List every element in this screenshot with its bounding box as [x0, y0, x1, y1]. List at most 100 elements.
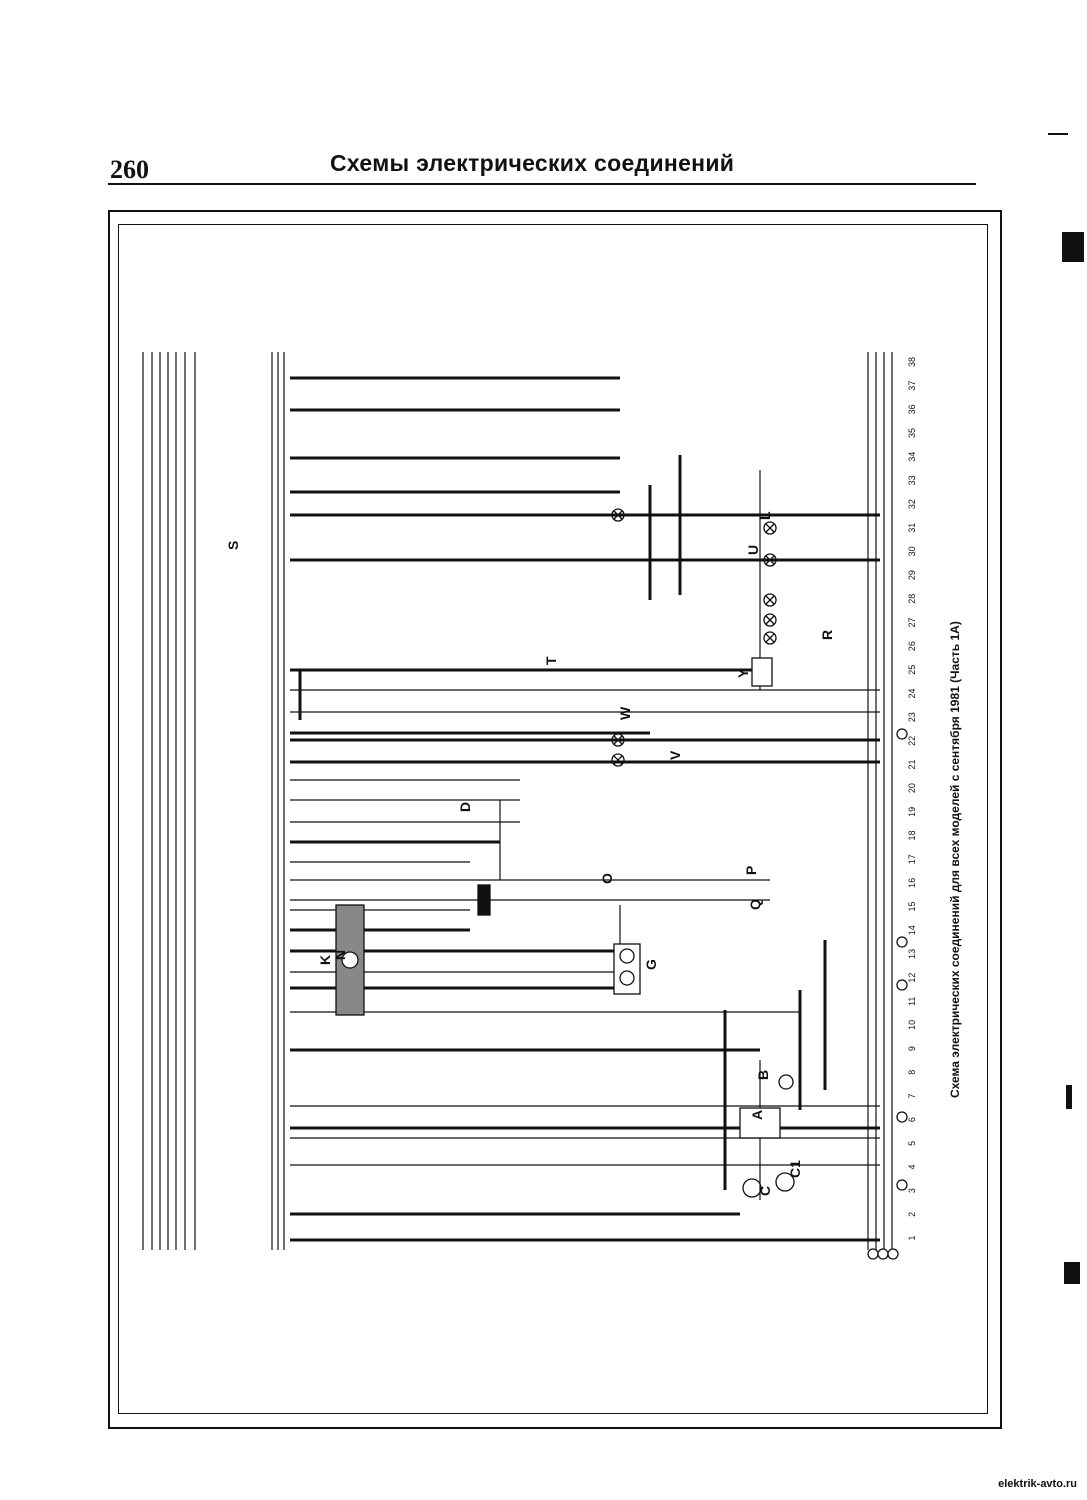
lamp-symbol [763, 553, 777, 567]
lamp-symbol [611, 733, 625, 747]
column-number: 27 [907, 617, 917, 627]
column-number: 21 [907, 759, 917, 769]
column-number: 6 [907, 1117, 917, 1122]
column-number: 25 [907, 665, 917, 675]
column-number: 7 [907, 1093, 917, 1098]
terminal-circle [877, 1248, 889, 1260]
column-number: 8 [907, 1070, 917, 1075]
column-number: 14 [907, 925, 917, 935]
diagram-frame-outer [108, 210, 1002, 1429]
gauge-symbol [742, 1178, 762, 1198]
motor-symbol [778, 1074, 794, 1090]
component-label: R [819, 630, 835, 640]
column-number: 35 [907, 428, 917, 438]
lamp-cross [765, 633, 775, 643]
component-label: Q [747, 899, 763, 910]
column-number: 29 [907, 570, 917, 580]
column-number: 32 [907, 499, 917, 509]
lamp-symbol [763, 521, 777, 535]
column-number: 31 [907, 523, 917, 533]
source-watermark: elektrik-avto.ru [998, 1478, 1077, 1490]
lamp-cross [613, 735, 623, 745]
column-number: 26 [907, 641, 917, 651]
terminal-circle [887, 1248, 899, 1260]
battery-symbol [739, 1107, 781, 1139]
component-label: B [755, 1070, 771, 1080]
column-number: 34 [907, 452, 917, 462]
column-number: 2 [907, 1212, 917, 1217]
terminal-circle [896, 1111, 908, 1123]
component-label: Y [735, 668, 751, 678]
column-number: 30 [907, 546, 917, 556]
gauge-symbol [775, 1172, 795, 1192]
column-number: 38 [907, 357, 917, 367]
relay-coil [477, 884, 491, 916]
lamp-cross [765, 523, 775, 533]
component-box [613, 943, 641, 995]
component-label: C [757, 1186, 773, 1196]
margin-mark [1062, 232, 1084, 262]
component-label: V [667, 750, 683, 760]
component-label: P [743, 866, 759, 875]
connector-circle [341, 951, 359, 969]
component-label: T [543, 656, 559, 665]
lamp-cross [613, 510, 623, 520]
terminal-circle [896, 1179, 908, 1191]
page-title: Схемы электрических соединений [330, 150, 735, 176]
column-number: 15 [907, 902, 917, 912]
lamp-cross [613, 755, 623, 765]
page-number: 260 [110, 155, 149, 184]
component-label: K [317, 955, 333, 965]
column-number: 22 [907, 736, 917, 746]
terminal-circle [867, 1248, 879, 1260]
lamp-symbol [763, 631, 777, 645]
component-label: W [617, 706, 633, 720]
column-number: 13 [907, 949, 917, 959]
component-label: A [749, 1110, 765, 1120]
column-number: 3 [907, 1188, 917, 1193]
column-number: 5 [907, 1141, 917, 1146]
component-label: O [599, 873, 615, 884]
lamp-symbol [763, 613, 777, 627]
components [335, 508, 908, 1260]
diagram-caption: Схема электрических соединений для всех … [948, 621, 962, 1098]
component-label: C1 [787, 1160, 803, 1178]
column-number: 1 [907, 1235, 917, 1240]
bus-lines [142, 352, 893, 1250]
column-number: 16 [907, 878, 917, 888]
column-number: 24 [907, 688, 917, 698]
margin-mark [1064, 1262, 1080, 1284]
column-number: 19 [907, 807, 917, 817]
column-number: 18 [907, 831, 917, 841]
component-label: U [745, 545, 761, 555]
component-label: G [643, 959, 659, 970]
column-number: 37 [907, 381, 917, 391]
terminal-circle [896, 936, 908, 948]
component-circle [619, 970, 635, 986]
column-number: 11 [907, 997, 917, 1006]
diagram-frame-inner [118, 224, 988, 1414]
lamp-symbol [611, 753, 625, 767]
lamp-cross [765, 595, 775, 605]
column-number: 36 [907, 404, 917, 414]
component-label: D [457, 802, 473, 812]
margin-mark [1066, 1085, 1072, 1109]
lamp-cross [765, 615, 775, 625]
column-number: 33 [907, 475, 917, 485]
header-rule [108, 183, 976, 185]
display-symbol [751, 657, 773, 687]
lamp-cross [765, 555, 775, 565]
column-number: 17 [907, 854, 917, 864]
component-circle [619, 948, 635, 964]
lamp-symbol [763, 593, 777, 607]
column-number: 20 [907, 783, 917, 793]
component-label: S [225, 541, 241, 550]
terminal-circle [896, 979, 908, 991]
column-number: 23 [907, 712, 917, 722]
component-label: N [332, 950, 348, 960]
component-label: L [757, 511, 773, 520]
column-number: 9 [907, 1046, 917, 1051]
column-number: 12 [907, 973, 917, 983]
